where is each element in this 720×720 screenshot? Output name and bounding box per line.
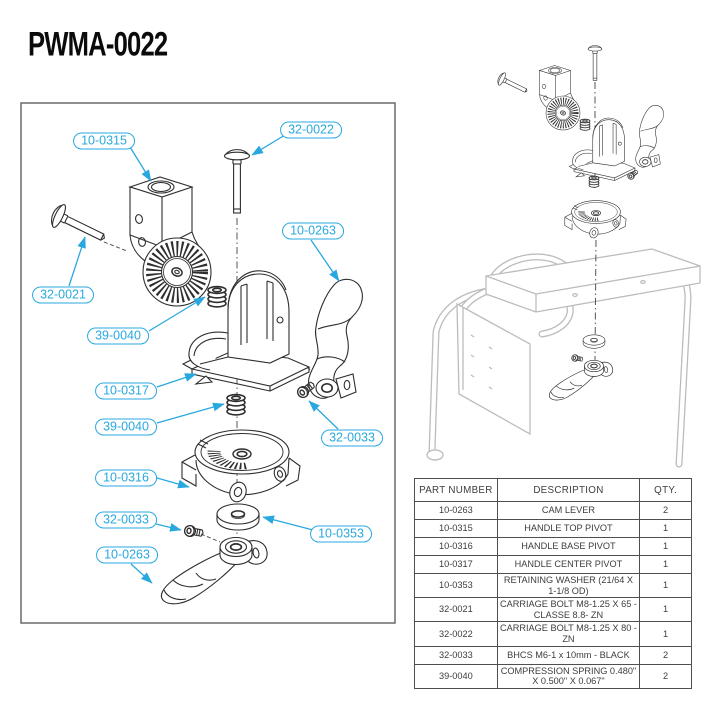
assembled-bolt-32-0022	[587, 45, 603, 81]
assembled-spring-lower	[588, 175, 600, 188]
part-bhcs-screw-32-0033-left	[183, 524, 205, 540]
qty-cell: 1	[639, 597, 692, 623]
assembled-bolt-32-0021	[495, 70, 531, 98]
assembled-cam-lever-upper	[635, 104, 665, 168]
qty-cell: 1	[639, 555, 692, 574]
qty-cell: 1	[639, 519, 692, 538]
qty-cell: 1	[639, 572, 692, 599]
part-number-cell: 10-0317	[414, 555, 498, 574]
description-cell: HANDLE CENTER PIVOT	[496, 555, 641, 574]
part-handle-top-pivot-10-0315	[130, 177, 211, 306]
assembled-washer	[582, 334, 606, 349]
description-cell: CARRIAGE BOLT M8-1.25 X 80 - ZN	[496, 621, 641, 647]
description-cell: RETAINING WASHER (21/64 X 1-1/8 OD)	[496, 572, 641, 599]
part-carriage-bolt-32-0022	[223, 149, 251, 214]
exploded-view-main	[47, 149, 364, 605]
part-number-cell: 39-0040	[414, 663, 498, 689]
part-number-cell: 10-0263	[414, 501, 498, 520]
part-compression-spring-39-0040-lower	[226, 393, 246, 416]
description-cell: COMPRESSION SPRING 0.480" X 0.500" X 0.0…	[496, 663, 641, 689]
table-header-0: PART NUMBER	[414, 478, 498, 502]
part-number-cell: 32-0022	[414, 621, 498, 647]
assembled-top-pivot	[540, 66, 581, 131]
qty-cell: 1	[639, 621, 692, 647]
part-carriage-bolt-32-0021	[47, 201, 111, 250]
part-retaining-washer-10-0353	[216, 503, 260, 531]
assembled-spring-upper	[579, 118, 591, 131]
part-handle-base-pivot-10-0316	[182, 430, 300, 504]
leader-lines	[68, 134, 340, 584]
part-cam-lever-10-0263-upper	[307, 278, 364, 400]
part-number-cell: 10-0353	[414, 572, 498, 599]
part-cam-lever-10-0263-lower	[160, 536, 268, 605]
assembled-cam-lever-lower	[548, 359, 614, 401]
qty-cell: 1	[639, 537, 692, 556]
part-number-cell: 32-0033	[414, 645, 498, 665]
assembled-view	[426, 45, 701, 468]
part-compression-spring-39-0040-upper	[207, 285, 227, 308]
description-cell: BHCS M6-1 x 10mm - BLACK	[496, 645, 641, 665]
assembled-screw-left	[570, 353, 584, 363]
description-cell: HANDLE BASE PIVOT	[496, 537, 641, 556]
description-cell: CARRIAGE BOLT M8-1.25 X 65 -CLASSE 8.8- …	[496, 597, 641, 623]
page-title: PWMA-0022	[28, 24, 168, 63]
assembled-center-pivot	[569, 117, 636, 181]
qty-cell: 2	[639, 645, 692, 665]
description-cell: HANDLE TOP PIVOT	[496, 519, 641, 538]
table-header-2: QTY.	[639, 478, 692, 502]
qty-cell: 2	[639, 501, 692, 520]
qty-cell: 2	[639, 663, 692, 689]
part-number-cell: 32-0021	[414, 597, 498, 623]
part-number-cell: 10-0316	[414, 537, 498, 556]
assembled-base-pivot	[565, 201, 626, 239]
part-number-cell: 10-0315	[414, 519, 498, 538]
frame	[426, 248, 701, 468]
main-diagram-border	[20, 102, 396, 624]
description-cell: CAM LEVER	[496, 501, 641, 520]
table-header-1: DESCRIPTION	[496, 478, 641, 502]
